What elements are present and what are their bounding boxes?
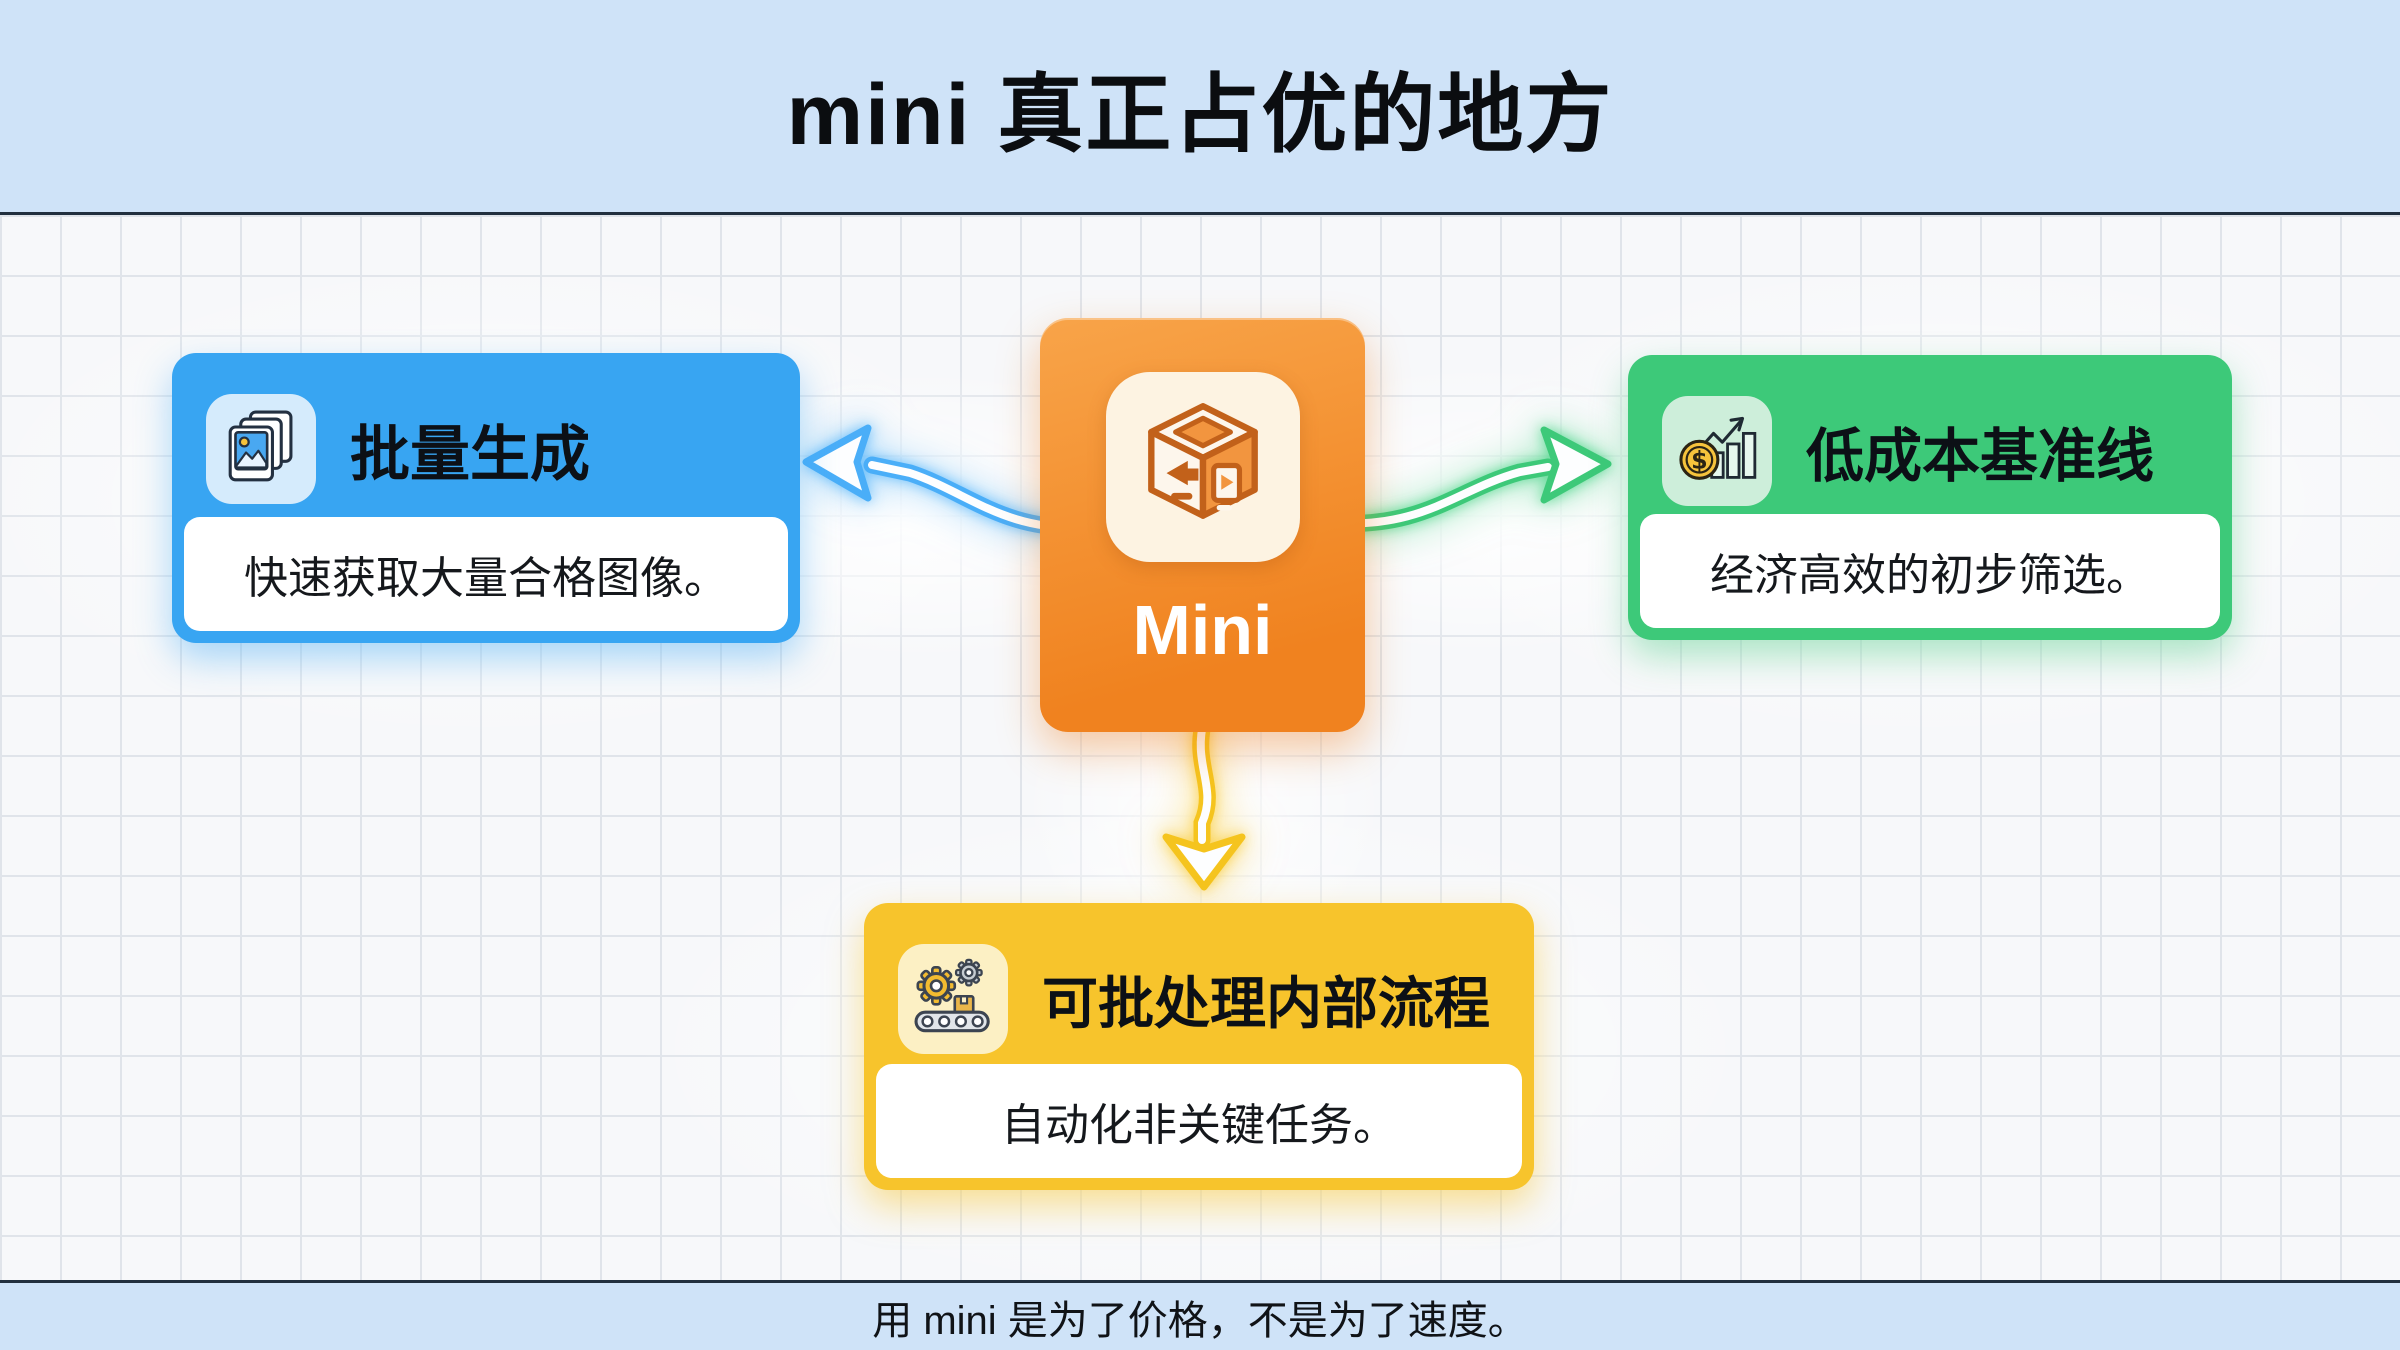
arrow-to-batchable-internal-process [1162, 711, 1246, 891]
card-head: $ 低成本基准线 [1628, 355, 2232, 521]
header-band: mini 真正占优的地方 [0, 0, 2400, 215]
photo-stack-icon [206, 394, 316, 504]
card-title: 低成本基准线 [1806, 424, 2155, 489]
diagram-canvas: 批量生成 快速获取大量合格图像。 $ [0, 215, 2400, 1280]
coin-growth-chart-icon: $ [1662, 396, 1772, 506]
card-body: 快速获取大量合格图像。 [184, 517, 788, 631]
svg-text:$: $ [1691, 447, 1708, 475]
card-body: 自动化非关键任务。 [876, 1064, 1522, 1178]
arrow-to-low-cost-baseline [1321, 426, 1612, 533]
card-title: 批量生成 [350, 420, 590, 488]
card-batch-generation: 批量生成 快速获取大量合格图像。 [172, 353, 800, 643]
card-head: 可批处理内部流程 [864, 903, 1534, 1069]
mini-node: Mini [1040, 318, 1365, 732]
footer-band: 用 mini 是为了价格，不是为了速度。 [0, 1280, 2400, 1350]
card-batchable-internal-process: 可批处理内部流程 自动化非关键任务。 [864, 903, 1534, 1190]
printer-cube-icon [1105, 372, 1300, 562]
automation-gears-icon [898, 944, 1008, 1054]
card-head: 批量生成 [172, 353, 800, 519]
card-low-cost-baseline: $ 低成本基准线 经济高效的初步筛选。 [1628, 355, 2232, 640]
mini-label: Mini [1132, 591, 1273, 669]
card-title: 可批处理内部流程 [1042, 971, 1490, 1035]
footer-note: 用 mini 是为了价格，不是为了速度。 [872, 1298, 1528, 1343]
card-body: 经济高效的初步筛选。 [1640, 514, 2220, 628]
page-title: mini 真正占优的地方 [786, 66, 1614, 163]
